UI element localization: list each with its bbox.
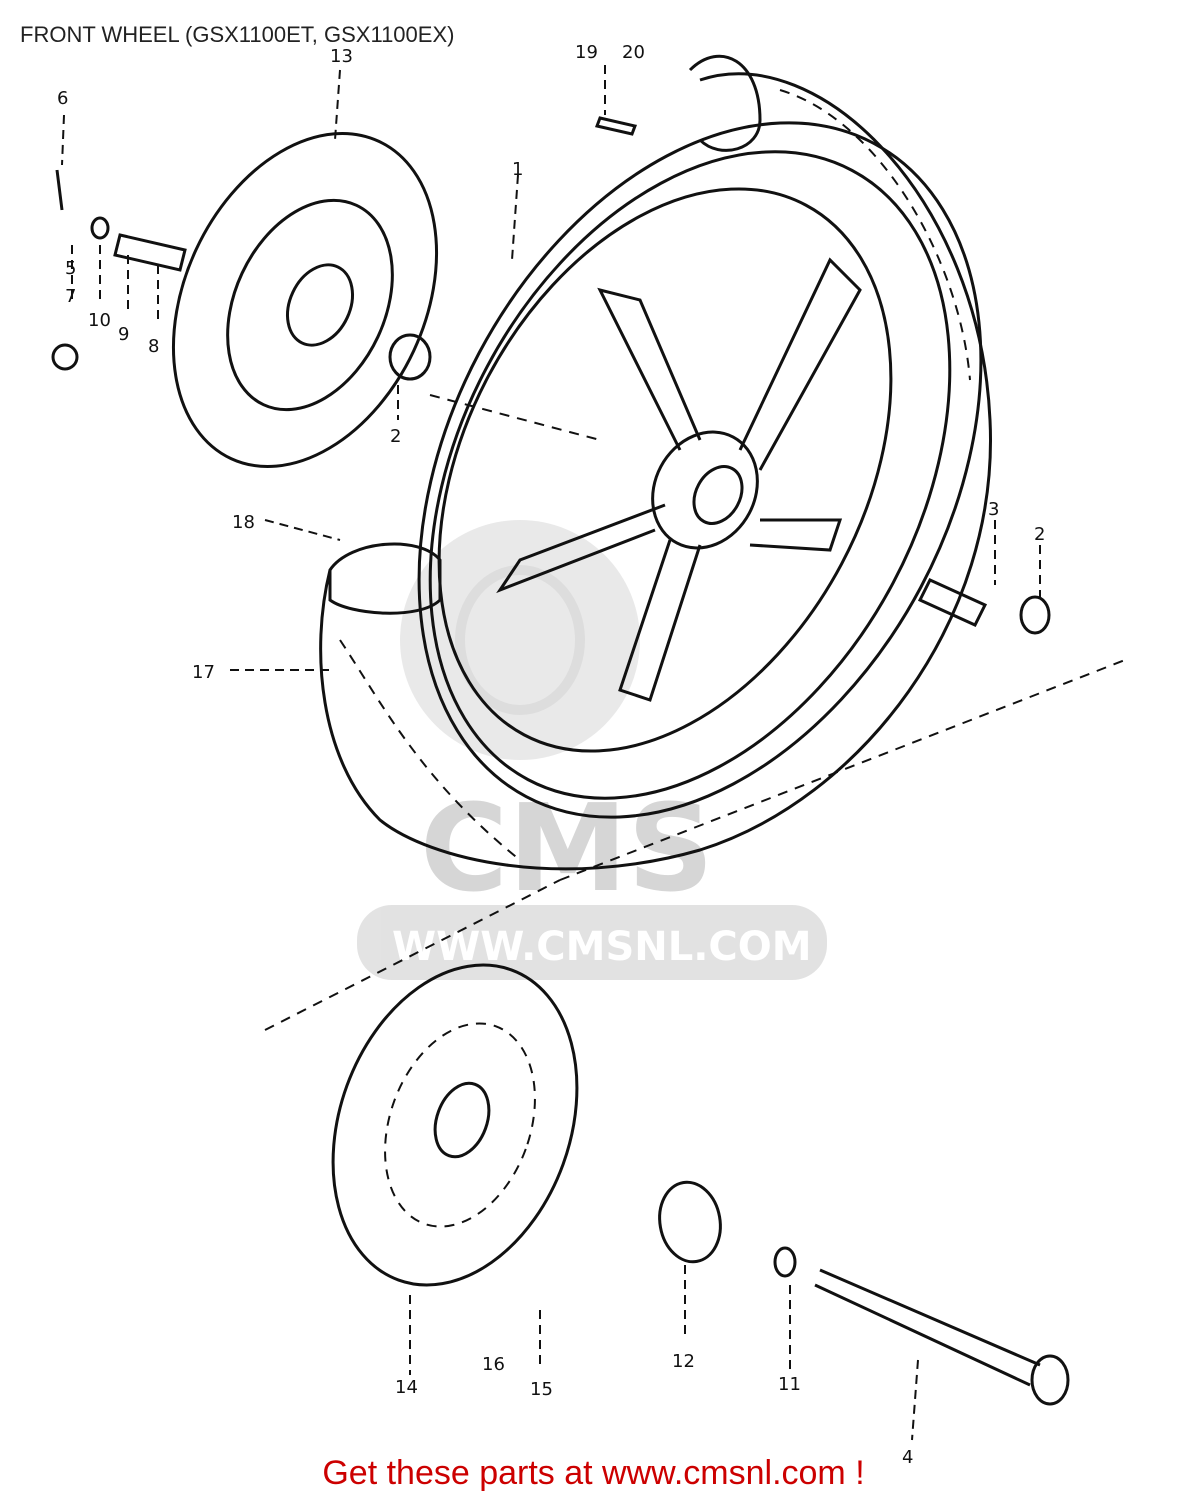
callout-18: 18 xyxy=(232,512,255,533)
callout-15: 15 xyxy=(530,1379,553,1400)
callout-17: 17 xyxy=(192,662,215,683)
callout-9: 9 xyxy=(118,324,129,345)
spacer-part-3 xyxy=(917,578,1051,635)
callout-12: 12 xyxy=(672,1351,695,1372)
watermark-brand: CMS xyxy=(420,780,714,919)
brake-disc-part-14 xyxy=(331,963,579,1287)
callout-labels: 13 1 19 20 6 5 7 10 9 8 2 3 2 18 17 14 1… xyxy=(57,42,1045,1468)
wheel-rim-part-1 xyxy=(417,121,983,819)
collar-part-12 xyxy=(658,1180,722,1264)
leader-lines xyxy=(61,65,1126,1441)
callout-2-right: 2 xyxy=(1034,524,1045,545)
watermark-url: WWW.CMSNL.COM xyxy=(392,924,812,970)
front-axle-part-4 xyxy=(814,1268,1070,1406)
callout-11: 11 xyxy=(778,1374,801,1395)
footer-link[interactable]: Get these parts at www.cmsnl.com ! xyxy=(322,1454,865,1492)
cmsnl-watermark: CMS WWW.CMSNL.COM xyxy=(357,520,827,980)
tyre-part-17 xyxy=(319,54,992,871)
callout-1: 1 xyxy=(512,159,523,180)
brake-disc-part-13 xyxy=(171,131,439,469)
diagram-title: FRONT WHEEL (GSX1100ET, GSX1100EX) xyxy=(20,22,455,47)
callout-19: 19 xyxy=(575,42,598,63)
callout-13: 13 xyxy=(330,46,353,67)
callout-6: 6 xyxy=(57,88,68,109)
callout-7: 7 xyxy=(65,286,76,307)
callout-20: 20 xyxy=(622,42,645,63)
callout-8: 8 xyxy=(148,336,159,357)
callout-3: 3 xyxy=(988,499,999,520)
callout-2-left: 2 xyxy=(390,426,401,447)
callout-14: 14 xyxy=(395,1377,418,1398)
callout-5: 5 xyxy=(65,258,76,279)
hardware-parts xyxy=(51,116,797,1278)
callout-16: 16 xyxy=(482,1354,505,1375)
callout-10: 10 xyxy=(88,310,111,331)
callout-4: 4 xyxy=(902,1447,913,1468)
